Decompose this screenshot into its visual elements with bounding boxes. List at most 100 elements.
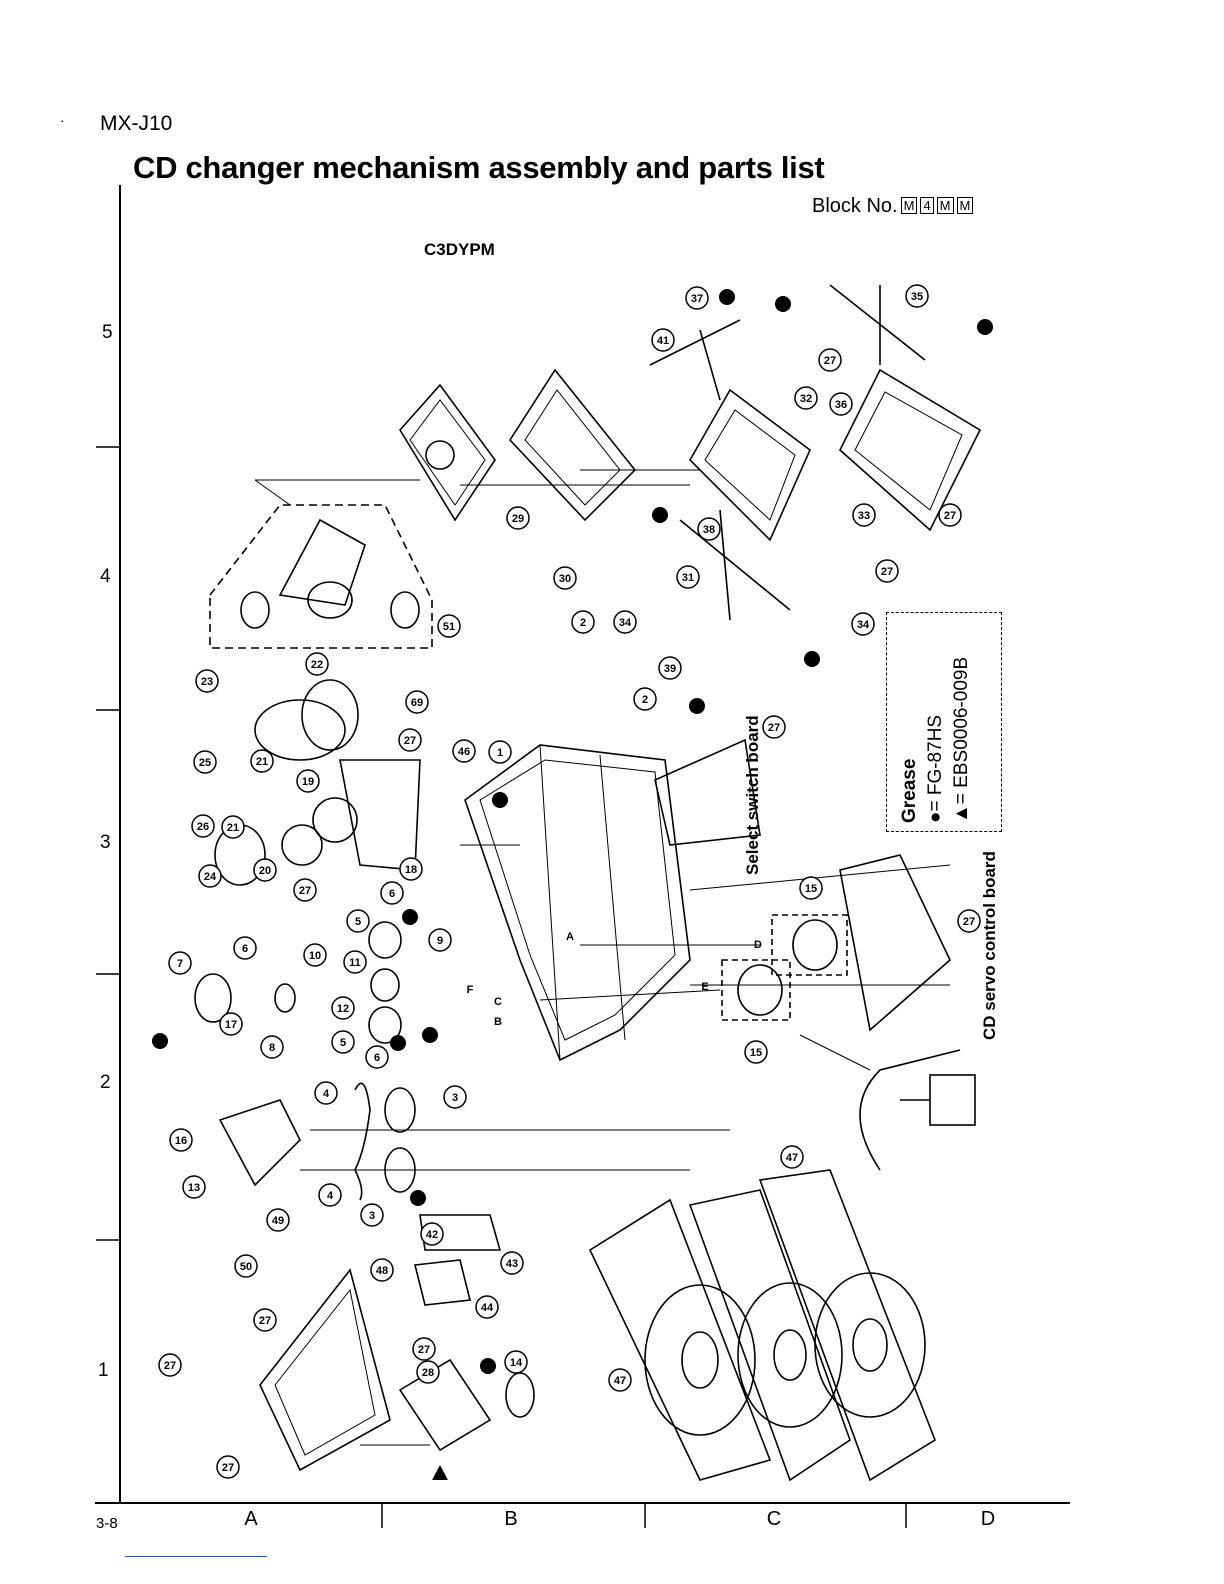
row-label-5: 5 (102, 322, 113, 343)
block-char-1: M (900, 197, 918, 214)
svg-text:35: 35 (911, 291, 923, 303)
lever-arms (649, 284, 926, 621)
svg-text:16: 16 (175, 1135, 187, 1147)
callout-46: 46 (452, 739, 476, 763)
callout-35: 35 (905, 284, 929, 308)
callout-17: 17 (219, 1012, 243, 1036)
callout-5: 5 (346, 909, 370, 933)
svg-text:10: 10 (309, 950, 321, 962)
traverse-unit (240, 518, 420, 629)
svg-text:20: 20 (259, 865, 271, 877)
callout-6: 6 (380, 881, 404, 905)
cd-servo-board-label: CD servo control board (980, 851, 999, 1040)
svg-text:33: 33 (858, 510, 870, 522)
grease-markers (152, 289, 993, 1480)
callout-49: 49 (266, 1208, 290, 1232)
callout-8: 8 (260, 1035, 284, 1059)
callout-28: 28 (416, 1360, 440, 1384)
row-label-1: 1 (98, 1360, 109, 1381)
svg-text:38: 38 (703, 524, 715, 536)
callout-3: 3 (443, 1085, 467, 1109)
svg-text:32: 32 (800, 393, 812, 405)
svg-text:18: 18 (405, 864, 417, 876)
svg-text:34: 34 (857, 619, 870, 631)
svg-text:47: 47 (786, 1152, 798, 1164)
callout-27: 27 (398, 728, 422, 752)
drive-lever (218, 1099, 301, 1187)
svg-text:15: 15 (750, 1047, 762, 1059)
svg-text:69: 69 (411, 697, 423, 709)
svg-text:30: 30 (559, 573, 571, 585)
svg-text:23: 23 (201, 676, 213, 688)
block-char-2: 4 (920, 197, 934, 214)
svg-text:19: 19 (302, 776, 314, 788)
svg-text:37: 37 (691, 293, 703, 305)
svg-text:6: 6 (389, 888, 395, 900)
svg-text:46: 46 (458, 746, 470, 758)
callout-47b: 47 (608, 1368, 632, 1392)
callout-1: 1 (488, 740, 512, 764)
svg-text:1: 1 (497, 747, 503, 759)
callout-31: 31 (676, 565, 700, 589)
svg-text:44: 44 (481, 1302, 494, 1314)
tray-base (259, 1268, 391, 1472)
callout-27j: 27 (875, 559, 899, 583)
callout-41: 41 (651, 328, 675, 352)
svg-text:5: 5 (355, 916, 361, 928)
svg-text:21: 21 (227, 822, 239, 834)
svg-text:11: 11 (349, 957, 361, 969)
cd-servo-board-shape (839, 854, 951, 1032)
svg-text:7: 7 (177, 958, 183, 970)
row-label-2: 2 (100, 1072, 111, 1093)
marker-c: C (494, 996, 502, 1008)
page-title: CD changer mechanism assembly and parts … (133, 150, 825, 185)
callout-2b: 2 (633, 687, 657, 711)
svg-text:13: 13 (188, 1182, 200, 1194)
callout-2: 2 (571, 610, 595, 634)
svg-text:24: 24 (204, 871, 217, 883)
callout-20: 20 (253, 858, 277, 882)
callout-47: 47 (780, 1145, 804, 1169)
callout-24: 24 (198, 864, 222, 888)
callout-19: 19 (296, 769, 320, 793)
svg-text:26: 26 (197, 821, 209, 833)
svg-text:27: 27 (404, 735, 416, 747)
callout-37: 37 (685, 286, 709, 310)
svg-text:49: 49 (272, 1215, 284, 1227)
callout-14: 14 (504, 1350, 528, 1374)
block-char-4: M (956, 197, 974, 214)
svg-text:2: 2 (580, 617, 586, 629)
callout-16: 16 (169, 1128, 193, 1152)
callout-15: 15 (799, 876, 823, 900)
row-label-3: 3 (100, 832, 111, 853)
callout-4: 4 (314, 1081, 338, 1105)
motor-box-lower (721, 959, 791, 1021)
callout-3b: 3 (360, 1203, 384, 1227)
callout-27c: 27 (762, 715, 786, 739)
svg-text:4: 4 (327, 1190, 334, 1202)
callout-27i: 27 (818, 348, 842, 372)
svg-text:48: 48 (376, 1265, 388, 1277)
pickup-unit (399, 383, 496, 522)
svg-text:41: 41 (657, 335, 669, 347)
select-switch-board-shape (654, 738, 761, 846)
callout-42: 42 (420, 1222, 444, 1246)
svg-text:12: 12 (337, 1003, 349, 1015)
marker-f: F (467, 984, 474, 996)
callout-13: 13 (182, 1175, 206, 1199)
svg-text:34: 34 (619, 617, 632, 629)
detail-arc (859, 1049, 961, 1171)
callout-18: 18 (399, 857, 423, 881)
callout-50: 50 (234, 1254, 258, 1278)
svg-text:47: 47 (614, 1375, 626, 1387)
svg-text:4: 4 (323, 1088, 330, 1100)
footer-link-line (125, 1556, 267, 1557)
svg-text:6: 6 (242, 943, 248, 955)
svg-text:17: 17 (225, 1019, 237, 1031)
callout-27g: 27 (253, 1308, 277, 1332)
marker-b: B (494, 1016, 502, 1028)
model-number: MX-J10 (100, 112, 173, 135)
svg-text:51: 51 (443, 621, 455, 633)
svg-text:2: 2 (642, 694, 648, 706)
